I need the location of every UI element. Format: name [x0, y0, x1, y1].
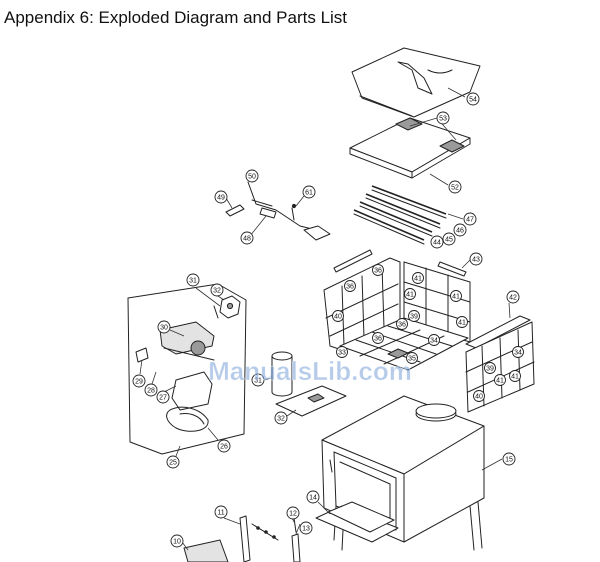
callout-39: 39	[410, 314, 418, 321]
callout-40-a: 40	[334, 314, 342, 321]
callout-34: 32	[277, 416, 285, 423]
callout-25: 25	[169, 460, 177, 467]
callout-41-b: 41	[406, 292, 414, 299]
callout-54: 54	[469, 97, 477, 104]
callout-15: 15	[505, 457, 513, 464]
callout-11: 11	[217, 510, 224, 517]
brackets-part	[225, 181, 331, 241]
callout-31: 31	[189, 278, 197, 285]
callout-38-d: 36	[374, 336, 382, 343]
callout-41-f: 41	[511, 374, 519, 381]
callout-53: 53	[439, 116, 447, 123]
callout-35: 33	[338, 350, 346, 357]
callout-41-e: 41	[496, 378, 504, 385]
callouts: 54 53 52 47 46 44 45 43 42 50 61 49 48 3…	[132, 87, 524, 551]
right-wall-part	[465, 315, 535, 413]
callout-47: 47	[466, 217, 474, 224]
callout-61: 61	[305, 190, 313, 197]
callout-33: 31	[254, 378, 262, 385]
callout-13: 13	[302, 526, 310, 533]
page-title: Appendix 6: Exploded Diagram and Parts L…	[4, 8, 348, 27]
callout-41-a: 41	[414, 276, 422, 283]
front-door-part	[315, 501, 399, 543]
door-rails-part	[183, 515, 301, 562]
bar-43-part	[333, 249, 467, 277]
callout-29: 29	[135, 379, 143, 386]
callout-38-b: 36	[346, 284, 354, 291]
callout-30: 30	[160, 325, 168, 332]
control-box-part	[213, 295, 241, 319]
top-plate-part	[351, 47, 481, 118]
callout-40-b: 40	[475, 394, 483, 401]
callout-41-d: 41	[458, 320, 466, 327]
baffle-tubes-part	[353, 185, 447, 245]
callout-10: 10	[173, 539, 181, 546]
callout-41-c: 41	[452, 294, 460, 301]
callout-32: 32	[213, 288, 221, 295]
callout-36: 34	[430, 338, 438, 345]
callout-43: 43	[472, 257, 480, 264]
callout-48: 48	[243, 236, 251, 243]
cylinder-part	[271, 351, 293, 397]
door-assembly-part	[127, 283, 247, 455]
callout-44: 44	[433, 240, 441, 247]
callout-52: 52	[451, 185, 459, 192]
callout-46: 46	[456, 228, 464, 235]
callout-38-c: 36	[398, 322, 406, 329]
callout-12: 12	[289, 511, 297, 518]
callout-26: 26	[220, 444, 228, 451]
top-board-part	[349, 117, 471, 179]
callout-14: 14	[309, 495, 317, 502]
callout-45: 45	[445, 237, 453, 244]
callout-49: 49	[217, 195, 225, 202]
callout-28: 28	[147, 388, 155, 395]
callout-39-b: 39	[486, 366, 494, 373]
callout-36-b: 34	[514, 350, 522, 357]
callout-38-a: 36	[374, 268, 382, 275]
callout-50: 50	[248, 174, 256, 181]
callout-37: 35	[408, 356, 416, 363]
callout-42: 42	[509, 295, 517, 302]
callout-27: 27	[159, 395, 167, 402]
watermark-text: ManualsLib.com	[208, 356, 412, 386]
